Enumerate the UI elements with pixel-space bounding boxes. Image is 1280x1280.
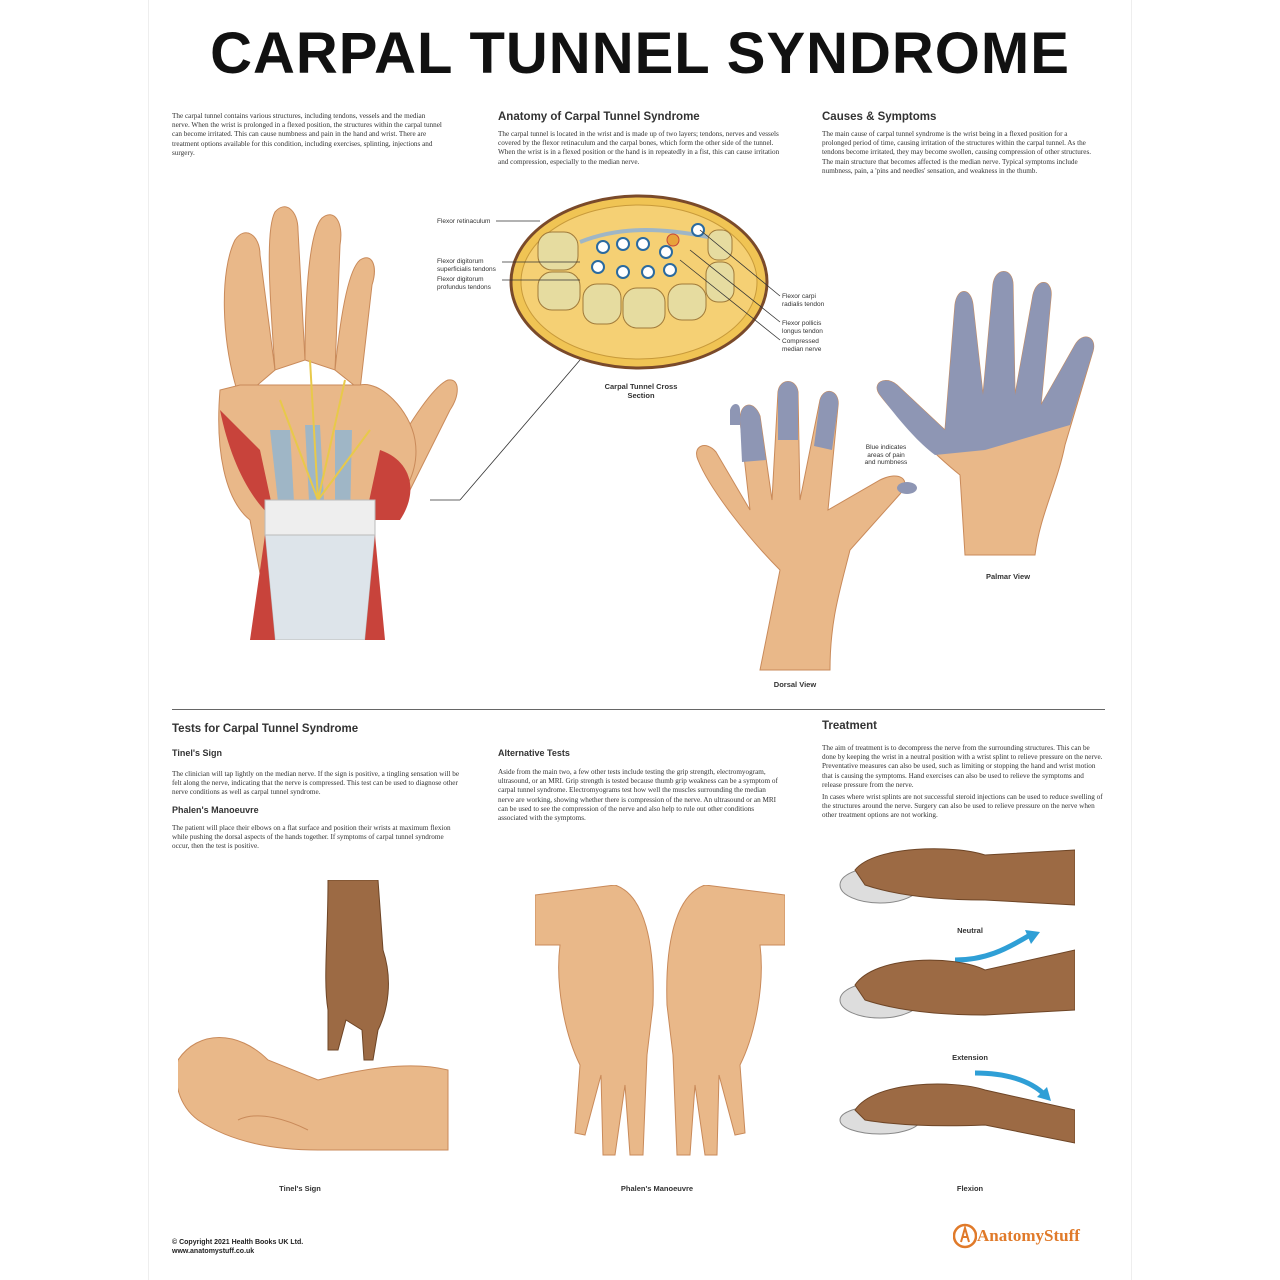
extension-caption: Extension <box>952 1053 988 1062</box>
palmar-view-illustration <box>876 271 1095 556</box>
label-flexor-retinaculum: Flexor retinaculum <box>437 218 491 225</box>
causes-text: The main cause of carpal tunnel syndrome… <box>822 130 1092 175</box>
alternative-text: Aside from the main two, a few other tes… <box>498 768 778 823</box>
alternative-heading: Alternative Tests <box>498 748 570 758</box>
label-fcr: Flexor carpi radialis tendon <box>782 293 825 308</box>
palmar-view-caption: Palmar View <box>985 572 1031 581</box>
logo-icon <box>953 1223 977 1249</box>
causes-heading: Causes & Symptoms <box>822 111 937 123</box>
tinel-caption: Tinel's Sign <box>279 1184 321 1193</box>
flexion-illustration <box>839 1070 1075 1144</box>
anatomystuff-logo: AnatomyStuff <box>953 1222 1080 1250</box>
treatment-text-2: In cases where wrist splints are not suc… <box>822 793 1103 820</box>
poster-border <box>148 0 1132 1280</box>
label-fdp: Flexor digitorum profundus tendons <box>437 276 491 291</box>
flexion-caption: Flexion <box>956 1184 984 1193</box>
neutral-illustration <box>839 848 1075 906</box>
cross-section-caption: Carpal Tunnel Cross Section <box>604 382 678 400</box>
treatment-text-1: The aim of treatment is to decompress th… <box>822 744 1103 789</box>
dorsal-view-illustration <box>696 381 917 671</box>
palm-anatomy-illustration <box>218 206 458 640</box>
copyright-text: © Copyright 2021 Health Books UK Ltd. <box>172 1239 304 1246</box>
neutral-caption: Neutral <box>957 926 983 935</box>
page-title: CARPAL TUNNEL SYNDROME <box>210 21 1070 86</box>
section-divider <box>172 709 1105 710</box>
label-fds: Flexor digitorum superficialis tendons <box>437 258 496 273</box>
anatomy-heading: Anatomy of Carpal Tunnel Syndrome <box>498 111 700 123</box>
phalens-manoeuvre-illustration <box>535 885 785 1156</box>
extension-illustration <box>839 930 1075 1019</box>
treatment-heading: Treatment <box>822 720 877 732</box>
anatomy-text: The carpal tunnel is located in the wris… <box>498 130 780 166</box>
leader-lines <box>430 220 781 501</box>
intro-text: The carpal tunnel contains various struc… <box>172 112 442 157</box>
tinel-heading: Tinel's Sign <box>172 748 222 758</box>
label-fpl: Flexor pollicis longus tendon <box>782 320 823 335</box>
tinel-text: The clinician will tap lightly on the me… <box>172 770 460 797</box>
phalen-text: The patient will place their elbows on a… <box>172 824 451 851</box>
website-link[interactable]: www.anatomystuff.co.uk <box>172 1248 255 1255</box>
dorsal-view-caption: Dorsal View <box>773 680 817 689</box>
logo-text: AnatomyStuff <box>977 1226 1080 1245</box>
phalen-caption: Phalen's Manoeuvre <box>620 1184 694 1193</box>
tests-heading: Tests for Carpal Tunnel Syndrome <box>172 723 359 735</box>
blue-indicates-label: Blue indicates areas of pain and numbnes… <box>864 444 908 466</box>
tinels-sign-illustration <box>178 880 449 1151</box>
footer: © Copyright 2021 Health Books UK Ltd. ww… <box>172 1238 303 1256</box>
label-cmn: Compressed median nerve <box>782 338 822 353</box>
phalen-heading: Phalen's Manoeuvre <box>172 805 259 815</box>
cross-section-illustration <box>509 194 769 370</box>
